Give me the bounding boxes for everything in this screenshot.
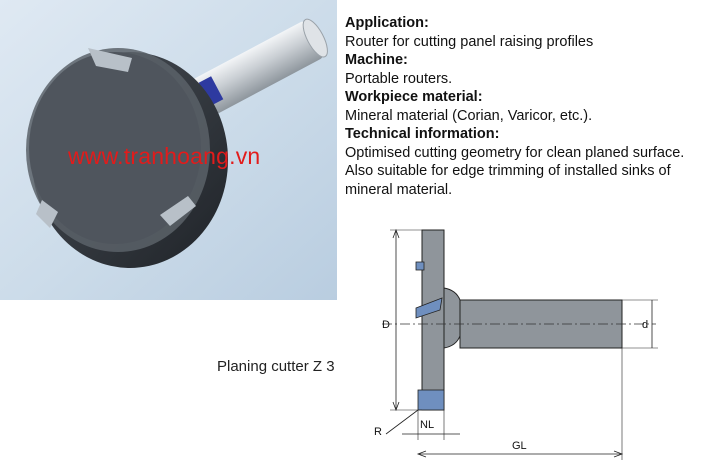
workpiece-text: Mineral material (Corian, Varicor, etc.)… [345,107,593,124]
machine-text: Portable routers. [345,70,453,87]
label-diameter-D: D [382,319,390,331]
watermark: www.tranhoang.vn [68,143,261,169]
technical-drawing: D d R NL GL [360,228,710,462]
label-radius-R: R [374,426,382,438]
label-diameter-d: d [642,319,648,331]
machine-heading: Machine: [345,52,408,68]
application-heading: Application: [345,15,429,31]
application-text: Router for cutting panel raising profile… [345,33,594,50]
product-photo [0,0,337,300]
spec-block: Application: Router for cutting panel ra… [345,14,705,199]
technical-heading: Technical information: [345,126,500,142]
technical-text: Optimised cutting geometry for clean pla… [345,144,685,198]
label-GL: GL [512,440,527,452]
label-NL: NL [420,419,434,431]
product-caption: Planing cutter Z 3 [217,358,335,375]
workpiece-heading: Workpiece material: [345,89,483,105]
